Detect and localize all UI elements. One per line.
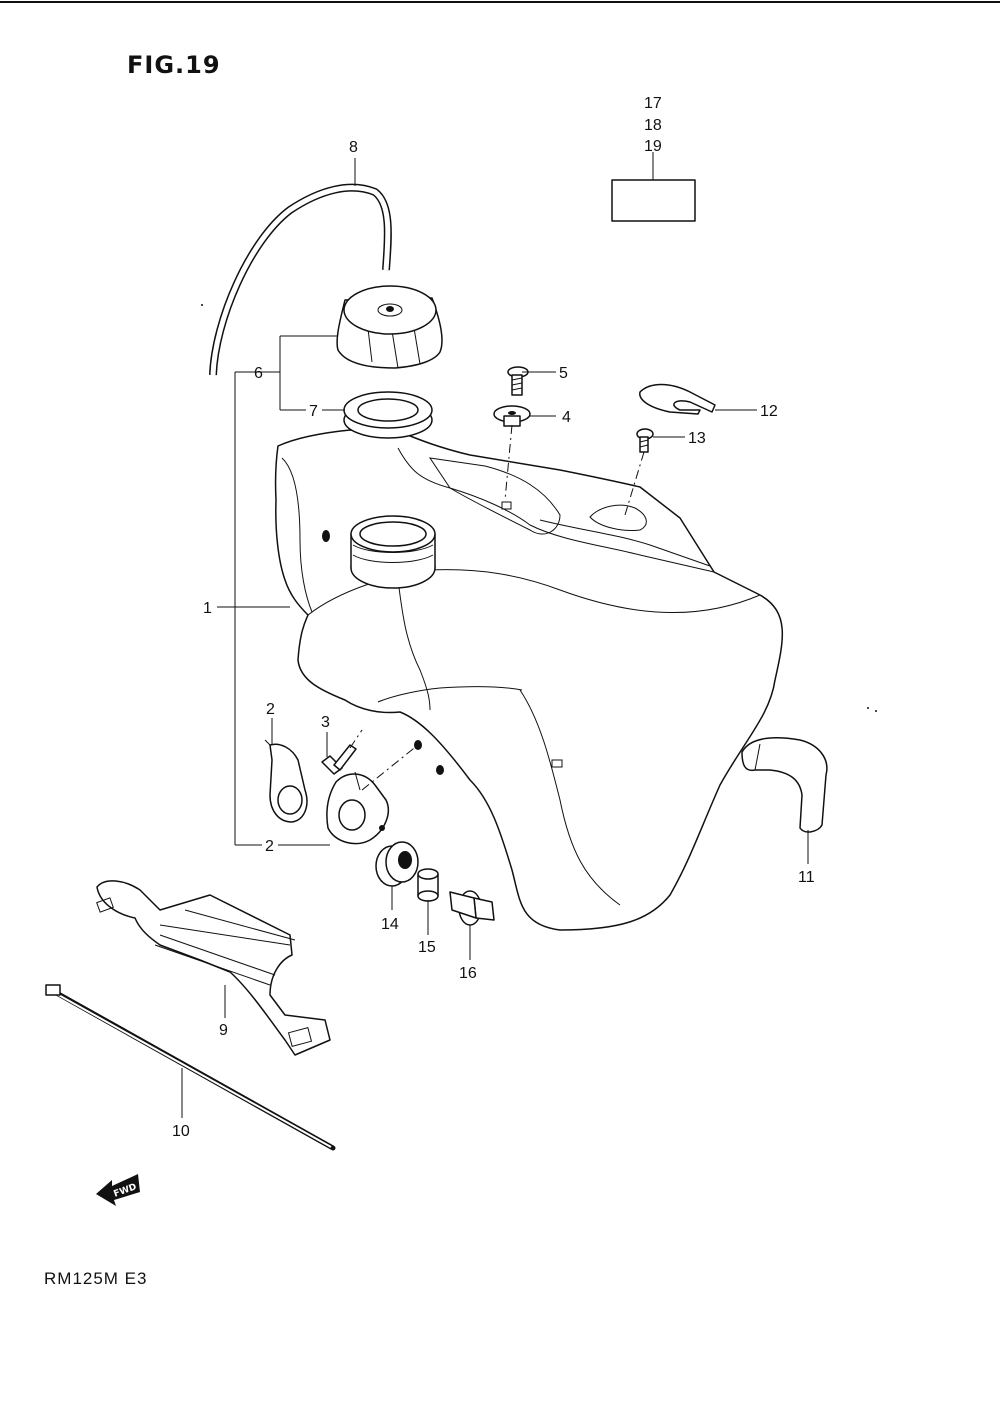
grommet-14[interactable] — [375, 841, 419, 887]
callout-16: 16 — [459, 965, 477, 982]
callout-12: 12 — [760, 403, 778, 420]
callout-6: 6 — [254, 365, 263, 382]
bracket-2-upper[interactable] — [264, 739, 308, 823]
tank-marker — [551, 759, 563, 768]
label-plate[interactable] — [611, 179, 696, 222]
callout-11: 11 — [798, 869, 815, 886]
fwd-arrow-icon: FWD — [96, 1174, 140, 1206]
callout-5: 5 — [559, 365, 568, 382]
screw-13[interactable] — [636, 428, 654, 453]
tank-tab-mark — [501, 501, 512, 510]
figure-title: FIG.19 — [127, 51, 221, 79]
screw-5[interactable] — [507, 366, 529, 396]
cushion-4[interactable] — [493, 405, 531, 427]
callout-2-upper: 2 — [266, 701, 275, 718]
callout-4: 4 — [562, 409, 571, 426]
callout-2-lower: 2 — [265, 838, 274, 855]
bolt-16[interactable] — [449, 890, 495, 926]
callout-17: 17 — [644, 95, 662, 112]
callout-14: 14 — [381, 916, 399, 933]
clip-12[interactable] — [639, 383, 716, 415]
callout-10: 10 — [172, 1123, 190, 1140]
callout-9: 9 — [219, 1022, 228, 1039]
callout-15: 15 — [418, 939, 436, 956]
bracket-2-lower[interactable] — [326, 771, 390, 845]
callout-8: 8 — [349, 139, 358, 156]
cushion-11[interactable] — [741, 737, 828, 833]
cable-tie[interactable] — [45, 984, 336, 1151]
model-code: RM125M E3 — [44, 1269, 147, 1288]
callout-19: 19 — [644, 138, 662, 155]
mount-hole-left — [322, 530, 330, 542]
cap-gasket[interactable] — [343, 391, 433, 439]
callout-7: 7 — [309, 403, 318, 420]
callout-1: 1 — [203, 600, 212, 617]
fuel-tank[interactable] — [274, 429, 784, 931]
bolt-3[interactable] — [321, 744, 357, 775]
rubber-strap[interactable] — [96, 880, 331, 1056]
callout-3: 3 — [321, 714, 330, 731]
callout-13: 13 — [688, 430, 706, 447]
callout-18: 18 — [644, 117, 662, 134]
collar-15[interactable] — [417, 868, 439, 902]
leader-lines — [181, 152, 809, 1118]
fuel-cap[interactable] — [336, 285, 443, 369]
